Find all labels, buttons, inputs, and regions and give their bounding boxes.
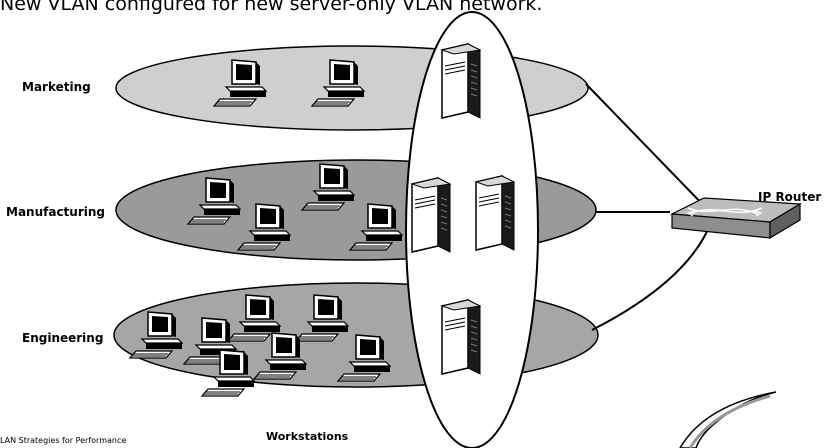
router-icon <box>669 197 802 240</box>
group-label-marketing: Marketing <box>22 80 91 94</box>
swoosh-logo <box>679 391 777 448</box>
diagram-caption: New VLAN configured for new server-only … <box>0 0 543 15</box>
group-label-manufacturing: Manufacturing <box>6 205 105 219</box>
workstations-label: Workstations <box>266 430 349 443</box>
server-vlan-ellipse <box>405 11 539 448</box>
server-icon <box>411 177 451 253</box>
group-label-engineering: Engineering <box>22 331 104 345</box>
engineering-router-link <box>591 219 713 331</box>
server-icon <box>441 43 481 119</box>
router-label: IP Router <box>758 190 822 204</box>
server-icon <box>441 299 481 375</box>
server-icon <box>475 175 515 251</box>
footer-text: LAN Strategies for Performance <box>0 436 127 445</box>
marketing-router-link <box>585 83 711 213</box>
